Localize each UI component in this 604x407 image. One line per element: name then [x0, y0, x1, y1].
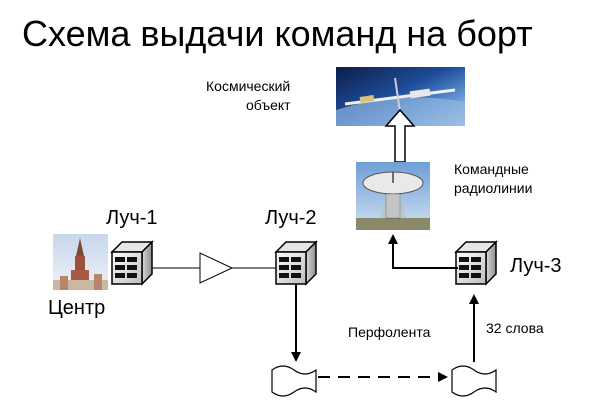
arrow-luch3-to-dish: [388, 234, 458, 269]
luch2-label: Луч-2: [265, 207, 317, 229]
punched-tape-icon-left: [271, 365, 317, 397]
kremlin-tower-image: [53, 234, 108, 290]
command-radio-label-line1: Командные: [454, 161, 529, 177]
space-object-label-line2: объект: [246, 97, 291, 113]
page-title: Схема выдачи команд на борт: [22, 13, 533, 54]
command-radio-label-line2: радиолинии: [454, 180, 532, 196]
server-icon-luch3: [455, 241, 497, 285]
amplifier-triangle-icon: [199, 252, 234, 284]
radio-dish-photo: [356, 162, 430, 230]
words-count-label: 32 слова: [486, 320, 544, 336]
luch3-label: Луч-3: [510, 255, 562, 277]
punched-tape-label: Перфолента: [348, 324, 431, 340]
server-icon-luch1: [111, 241, 153, 285]
punched-tape-icon-right: [451, 365, 497, 397]
server-icon-luch2: [275, 241, 317, 285]
luch1-label: Луч-1: [106, 207, 158, 229]
space-object-label-line1: Космический: [206, 78, 290, 94]
center-label: Центр: [48, 297, 105, 319]
